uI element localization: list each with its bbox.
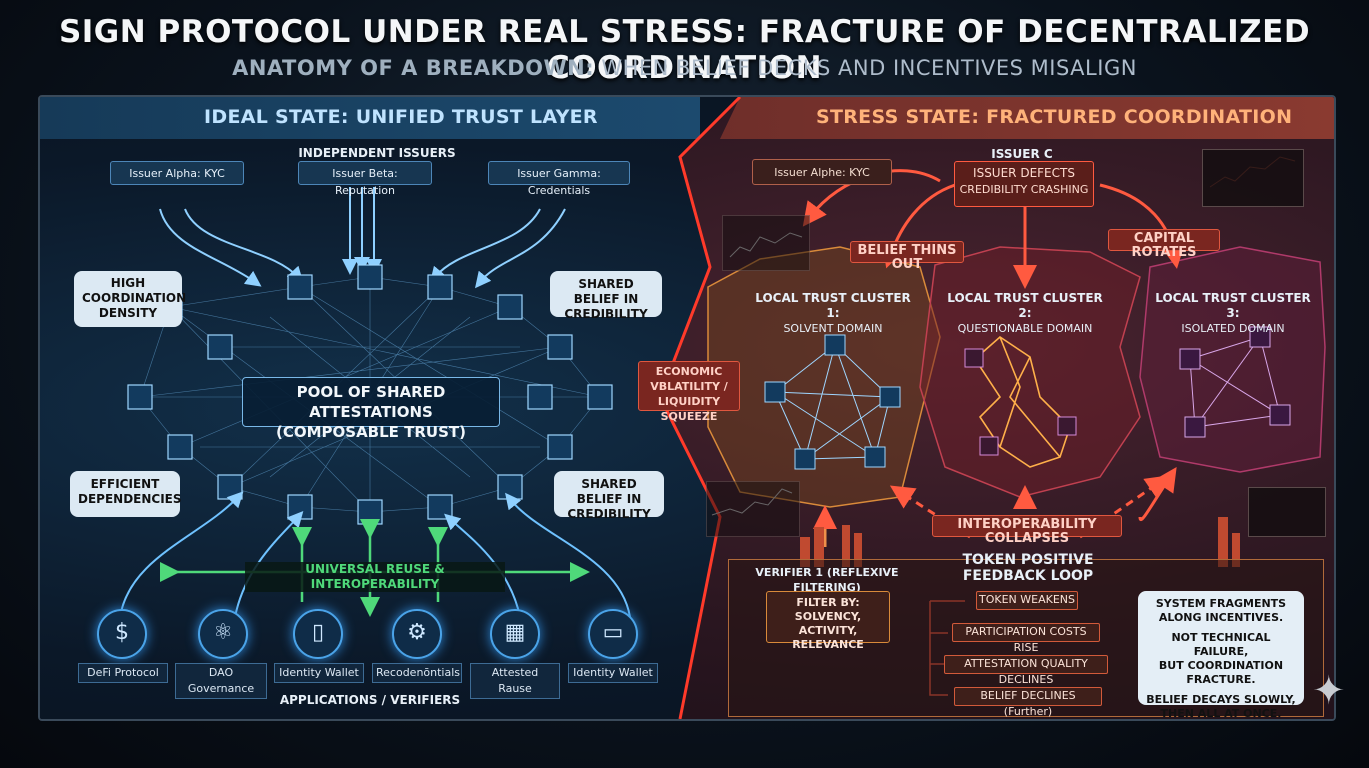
diagram-screen: IDEAL STATE: UNIFIED TRUST LAYER STRESS …	[38, 95, 1336, 721]
bubble-efficient-dependencies: EFFICIENT DEPENDENCIES	[70, 471, 182, 517]
cluster-1-label: LOCAL TRUST CLUSTER 1: SOLVENT DOMAIN	[748, 291, 918, 336]
filter-box: FILTER BY: SOLVENCY, ACTIVITY, RELEVANCE	[766, 591, 890, 651]
stress-bars	[800, 517, 1240, 567]
issuer-c-label: ISSUER C	[991, 147, 1053, 161]
system-stats-panel	[1248, 487, 1326, 537]
economic-volatility-label: ECONOMIC VBLATILITY / LIQUIDITY SQUEEZE	[638, 361, 740, 423]
cluster-1-shape	[707, 246, 941, 508]
econ-line-3: LIQUIDITY SQUEEZE	[657, 395, 721, 423]
issuer-streams	[159, 187, 566, 289]
note-1b: ALONG INCENTIVES.	[1158, 611, 1284, 624]
wallet-icon: ▭	[588, 609, 638, 659]
stress-state-header-bar	[720, 97, 1334, 139]
app-identity-wallet: Identity Wallet	[274, 663, 364, 683]
econ-line-2: VBLATILITY /	[650, 380, 728, 393]
page-title: SIGN PROTOCOL UNDER REAL STRESS: FRACTUR…	[58, 14, 1311, 86]
issuer-alphe-kyc: Issuer Alphe: KYC	[752, 159, 892, 185]
page-subtitle: ANATOMY OF A BREAKDOWN: WHEN BELIEF DECK…	[0, 56, 1369, 80]
step-participation-costs: PARTICIPATION COSTS RISE	[952, 623, 1100, 654]
gear-icon: ⚙	[392, 609, 442, 659]
market-chart-top-left	[722, 215, 810, 271]
cluster-1-sub: SOLVENT DOMAIN	[783, 322, 883, 335]
cluster-2-shape	[919, 246, 1141, 498]
loop-title-1: TOKEN POSITIVE	[962, 552, 1094, 568]
pool-of-shared-attestations: POOL OF SHARED ATTESTATIONS (COMPOSABLE …	[242, 377, 500, 441]
connection-wires	[119, 97, 1326, 719]
step-attestation-quality: ATTESTATION QUALITY DECLINES	[944, 655, 1108, 686]
ideal-state-header: IDEAL STATE: UNIFIED TRUST LAYER	[204, 106, 598, 128]
applications-verifiers-label: APPLICATIONS / VERIFIERS	[279, 693, 461, 707]
subtitle-rest: WHEN BELIEF DECKS AND INCENTIVES MISALIG…	[594, 56, 1137, 80]
loop-title-2: FEEDBACK LOOP	[962, 568, 1094, 584]
independent-issuers-label: INDEPENDENT ISSUERS	[298, 146, 456, 160]
sparkle-icon: ✦	[1312, 668, 1346, 714]
issuer-gamma: Issuer Gamma: Credentials	[488, 161, 630, 197]
cluster-2-title: LOCAL TRUST CLUSTER 2:	[947, 291, 1103, 320]
cluster-2-nodes	[964, 348, 1077, 456]
verifier-1-label: VERIFIER 1 (REFLEXIVE FILTERING)	[755, 566, 899, 594]
step-token-weakens: TOKEN WEAKENS	[976, 591, 1078, 610]
credibility-crashing: CREDIBILITY CRASHING	[959, 183, 1089, 196]
cluster-2-label: LOCAL TRUST CLUSTER 2: QUESTIONABLE DOMA…	[940, 291, 1110, 336]
capital-rotates: CAPITAL ROTATES	[1108, 229, 1220, 260]
interoperability-collapses: INTEROPERABILITY COLLAPSES	[932, 515, 1122, 546]
issuer-c-box: ISSUER DEFECTS CREDIBILITY CRASHING	[954, 161, 1094, 207]
issuer-beta: Issuer Beta: Reputation	[298, 161, 432, 197]
chip-icon: ▦	[490, 609, 540, 659]
cluster-3-nodes	[1179, 326, 1291, 438]
cluster-1-title: LOCAL TRUST CLUSTER 1:	[755, 291, 911, 320]
bubble-shared-belief-bottom: SHARED BELIEF IN CREDIBILITY	[554, 471, 664, 521]
app-recodentials: Recodenōntials	[372, 663, 462, 683]
cluster-2-sub: QUESTIONABLE DOMAIN	[957, 322, 1093, 335]
note-2b: BUT COORDINATION FRACTURE.	[1158, 659, 1284, 686]
filter-line-1: FILTER BY:	[796, 596, 860, 609]
bubble-shared-belief-top: SHARED BELIEF IN CREDIBILITY	[550, 271, 662, 321]
stress-state-header: STRESS STATE: FRACTURED COORDINATION	[816, 106, 1293, 128]
market-chart-bottom-left	[706, 481, 800, 537]
issuer-defects: ISSUER DEFECTS	[973, 166, 1075, 180]
note-3a: BELIEF DECAYS SLOWLY,	[1146, 693, 1296, 706]
pool-line-2: (COMPOSABLE TRUST)	[275, 423, 466, 441]
feedback-loop-title: TOKEN POSITIVE FEEDBACK LOOP	[948, 552, 1108, 584]
defi-icon: $	[97, 609, 147, 659]
app-dao-governance: DAO Governance	[175, 663, 267, 699]
app-attested-rause: Attested Rause	[470, 663, 560, 699]
cluster-3-sub: ISOLATED DOMAIN	[1181, 322, 1285, 335]
conclusion-note: SYSTEM FRAGMENTS ALONG INCENTIVES. NOT T…	[1138, 591, 1304, 719]
fracture-line	[658, 97, 742, 719]
app-identity-wallet-2: Identity Wallet	[568, 663, 658, 683]
phone-icon: ▯	[293, 609, 343, 659]
cluster-2-cracks	[974, 335, 1071, 468]
cluster-1-nodes	[764, 334, 901, 470]
cluster-3-shape	[1139, 246, 1326, 473]
filter-line-3: RELEVANCE	[792, 638, 864, 651]
dao-icon: ⚛	[198, 609, 248, 659]
note-1a: SYSTEM FRAGMENTS	[1155, 597, 1287, 610]
cluster-3-title: LOCAL TRUST CLUSTER 3:	[1155, 291, 1311, 320]
ideal-state-header-bar	[40, 97, 700, 139]
note-3b: THEN ALL AT ONCE.	[1160, 707, 1282, 720]
econ-line-1: ECONOMIC	[655, 365, 723, 378]
app-streams	[119, 491, 631, 618]
bubble-high-coordination: HIGH COORDINATION DENSITY	[74, 271, 186, 327]
filter-line-2: SOLVENCY, ACTIVITY,	[794, 610, 862, 637]
belief-thins-out: BELIEF THINS OUT	[850, 241, 964, 272]
cluster-1-network	[774, 344, 891, 460]
market-chart-top-right	[1202, 149, 1304, 207]
step-belief-declines: BELIEF DECLINES (Further)	[954, 687, 1102, 718]
issuer-alpha: Issuer Alpha: KYC	[110, 161, 244, 185]
reuse-label: UNIVERSAL REUSE & INTEROPERABILITY	[245, 562, 505, 592]
subtitle-lead: ANATOMY OF A BREAKDOWN:	[232, 56, 595, 80]
pool-line-1: POOL OF SHARED ATTESTATIONS	[296, 383, 446, 421]
app-defi-protocol: DeFi Protocol	[78, 663, 168, 683]
cluster-3-label: LOCAL TRUST CLUSTER 3: ISOLATED DOMAIN	[1148, 291, 1318, 336]
note-2a: NOT TECHNICAL FAILURE,	[1171, 631, 1271, 658]
